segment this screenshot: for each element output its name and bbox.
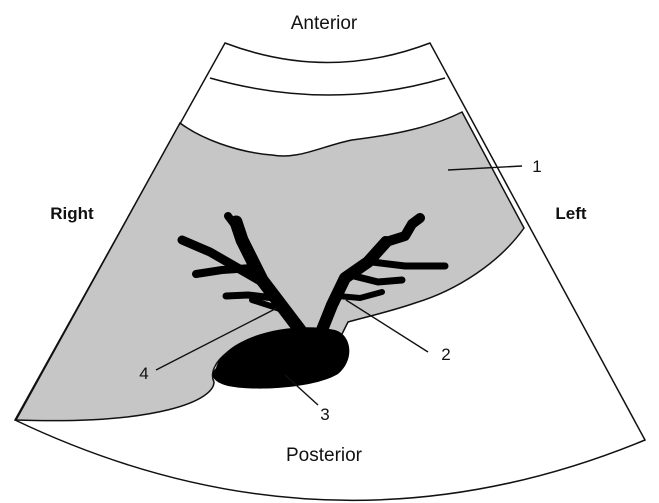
callout-3-label: 3 [320, 405, 329, 424]
callout-1-label: 1 [532, 157, 541, 176]
shaded-organ-region [14, 111, 525, 422]
near-field-layer [209, 77, 446, 96]
right-label: Right [50, 204, 94, 223]
dark-oval-structure [212, 327, 350, 389]
leader-line-1 [447, 165, 523, 171]
leader-line-4 [155, 307, 278, 371]
leader-line-3 [284, 374, 319, 406]
anterior-label: Anterior [291, 13, 358, 34]
callout-2-label: 2 [441, 345, 450, 364]
posterior-label: Posterior [286, 445, 363, 466]
leader-line-2 [345, 299, 429, 353]
left-label: Left [555, 204, 587, 223]
branching-dark-structures [177, 212, 449, 337]
callout-4-label: 4 [139, 364, 148, 383]
